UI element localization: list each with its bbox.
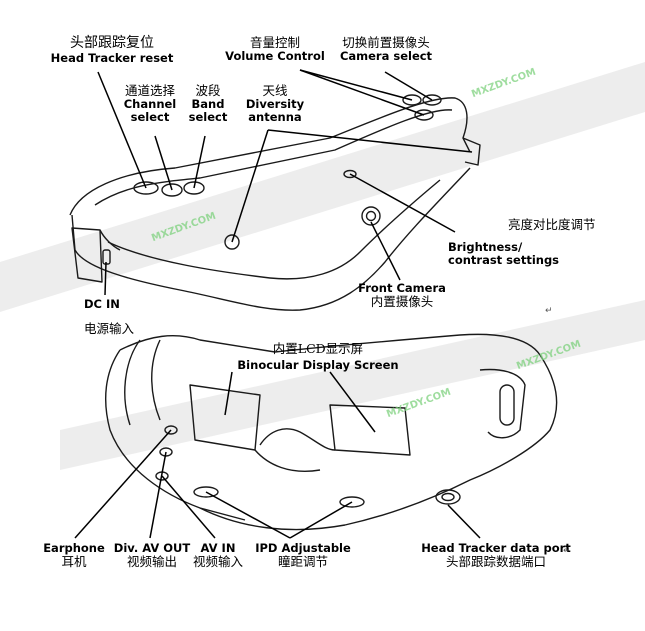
callout-lines [74, 69, 481, 539]
label-diversity-antenna: 天线 Diversity antenna [246, 84, 304, 124]
label-en: Brightness/ [448, 240, 523, 254]
label-zh: 耳机 [61, 553, 87, 569]
label-camera-select: 切换前置摄像头 Camera select [340, 36, 432, 63]
label-brightness-zh: 亮度对比度调节 [508, 218, 596, 232]
label-zh: 亮度对比度调节 [508, 217, 596, 232]
label-en: select [188, 109, 228, 124]
label-volume-control: 音量控制 Volume Control [225, 36, 325, 63]
label-en: Head Tracker data port [421, 541, 571, 555]
label-av-in: AV IN 视频输入 [193, 542, 243, 569]
label-display-screen: 内置LCD显示屏 Binocular Display Screen [237, 342, 398, 372]
label-zh: 波段 [195, 83, 221, 98]
label-en: Band [191, 97, 225, 111]
label-en: Channel [123, 97, 177, 111]
label-en: Front Camera [358, 281, 446, 295]
label-en: contrast settings [448, 252, 560, 267]
label-front-camera: Front Camera 内置摄像头 [358, 282, 446, 309]
label-zh: 视频输出 [126, 553, 177, 569]
label-en: Earphone [43, 541, 105, 555]
label-en: Volume Control [225, 49, 325, 63]
label-en: Binocular Display Screen [237, 358, 399, 372]
paragraph-mark: ↵ [545, 306, 553, 316]
label-ipd-adjustable: IPD Adjustable 瞳距调节 [255, 542, 351, 569]
paragraph-mark: ↵ [563, 546, 571, 556]
label-dc-in-zh: 电源输入 [84, 322, 134, 336]
label-en: IPD Adjustable [255, 541, 351, 555]
label-zh: 通道选择 [124, 83, 176, 98]
watermark-bands [0, 62, 645, 470]
label-en: DC IN [84, 297, 120, 311]
label-head-tracker-reset: 头部跟踪复位 Head Tracker reset [50, 35, 174, 65]
bottom-goggle [105, 333, 558, 531]
label-en: AV IN [200, 541, 236, 555]
label-en: Camera select [339, 49, 433, 63]
label-zh: 头部跟踪复位 [70, 35, 154, 51]
label-zh: 天线 [262, 83, 288, 98]
top-goggle [69, 94, 481, 311]
label-zh: 内置摄像头 [370, 293, 434, 309]
label-zh: 瞳距调节 [277, 553, 328, 569]
label-en: Head Tracker reset [50, 50, 174, 65]
label-earphone: Earphone 耳机 [43, 542, 105, 569]
label-head-tracker-port: Head Tracker data port 头部跟踪数据端口 [421, 542, 571, 569]
label-channel-select: 通道选择 Channel select [124, 84, 177, 124]
label-zh: 内置LCD显示屏 [272, 341, 364, 356]
label-zh: 视频输入 [192, 553, 244, 569]
label-zh: 切换前置摄像头 [342, 35, 430, 50]
label-zh: 头部跟踪数据端口 [445, 553, 546, 569]
label-zh: 音量控制 [249, 35, 301, 50]
label-brightness-en: Brightness/ contrast settings [448, 241, 559, 267]
label-zh: 电源输入 [84, 321, 135, 336]
label-en: Diversity [245, 97, 305, 111]
label-en: select [130, 109, 170, 124]
label-en: antenna [248, 109, 302, 124]
label-band-select: 波段 Band select [189, 84, 228, 124]
label-div-av-out: Div. AV OUT 视频输出 [114, 542, 190, 569]
label-dc-in: DC IN [84, 298, 120, 311]
label-en: Div. AV OUT [113, 541, 191, 555]
